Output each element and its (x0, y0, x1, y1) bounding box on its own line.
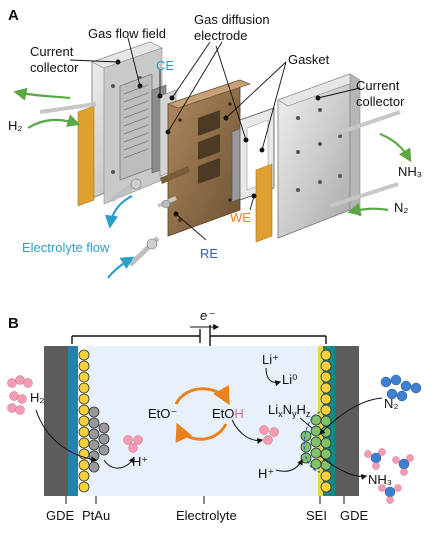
h-plus-left-atoms (123, 435, 143, 453)
nh3-label-b: NH₃ (368, 472, 392, 487)
gde-left-plate (44, 346, 68, 496)
label-gde-right: GDE (340, 508, 369, 523)
h-to-sei-arrow (275, 458, 303, 472)
label-gas-diffusion-1: Gas diffusion (194, 12, 270, 27)
li-zero-label: Li⁰ (282, 372, 297, 387)
leader-lines (69, 37, 361, 241)
label-h2-a: H₂ (8, 118, 22, 133)
h2-dissociation-arrow (35, 409, 98, 463)
n2-molecules-right (380, 374, 422, 402)
gde-right-plate (335, 346, 359, 496)
nh3-molecules-right (364, 448, 414, 504)
li-plus-label: Li⁺ (262, 352, 279, 367)
sei-to-nh3-arrow (319, 455, 368, 480)
h-plus-right-atoms (259, 425, 279, 445)
panel-a-letter: A (8, 7, 19, 24)
right-current-collector (277, 73, 361, 239)
h-plus-left: H⁺ (132, 454, 148, 469)
nh3-out-arrow (379, 132, 412, 163)
label-current-collector-right-1: Current (356, 78, 400, 93)
h2-in-arrow (27, 114, 81, 129)
gas-flow-field (119, 73, 153, 181)
label-current-collector-left-1: Current (30, 44, 74, 59)
n2-to-sei-arrow (319, 397, 383, 435)
electron-label: e⁻ (200, 308, 215, 323)
proton-shuttle-arrow (231, 419, 264, 444)
electrolyte-region (86, 346, 322, 496)
bottom-ticks (65, 496, 345, 504)
cycle-arrow-bottom (175, 422, 228, 443)
label-gde-left: GDE (46, 508, 75, 523)
label-gasket: Gasket (288, 52, 330, 67)
label-current-collector-left-2: collector (30, 60, 79, 75)
sei-boundary (303, 411, 321, 473)
label-electrolyte: Electrolyte (176, 508, 237, 523)
h2-out-arrow (13, 87, 71, 101)
label-re: RE (200, 246, 218, 261)
lixnyhz-label: LixNyHz (268, 402, 311, 419)
label-gas-diffusion-2: electrode (194, 28, 247, 43)
ptau-catalyst (78, 349, 110, 493)
copper-plate-left (77, 105, 95, 207)
n2-label-b: N₂ (384, 396, 398, 411)
label-sei: SEI (306, 508, 327, 523)
h2-molecules-left (7, 375, 33, 415)
h-plus-release-arrow (103, 457, 135, 469)
label-electrolyte-flow: Electrolyte flow (22, 240, 110, 255)
eto-minus-label: EtO⁻ (148, 406, 177, 421)
label-gas-flow-field: Gas flow field (88, 26, 166, 41)
external-circuit (71, 325, 327, 347)
etoh-label: EtOH (212, 406, 244, 421)
n2-in-arrow (347, 203, 389, 216)
label-current-collector-right-2: collector (356, 94, 405, 109)
reference-electrode (157, 166, 190, 209)
copper-plate-right (255, 163, 273, 243)
cycle-arrow-top (174, 385, 230, 406)
label-n2-a: N₂ (394, 200, 408, 215)
li-reduction-arrow (265, 367, 282, 387)
h2-label-b: H₂ (30, 390, 44, 405)
electrolyte-chamber (167, 79, 251, 237)
h-plus-right: H⁺ (258, 466, 274, 481)
panel-b-letter: B (8, 315, 19, 332)
label-we: WE (230, 210, 251, 225)
label-nh3-a: NH₃ (398, 164, 422, 179)
gde-left-blue (68, 346, 78, 496)
electrolyte-tube (110, 177, 160, 267)
electrolyte-flow-arrow (104, 195, 133, 229)
electrolyte-in-arrow (107, 256, 135, 279)
label-ptau: PtAu (82, 508, 110, 523)
label-ce: CE (156, 58, 174, 73)
